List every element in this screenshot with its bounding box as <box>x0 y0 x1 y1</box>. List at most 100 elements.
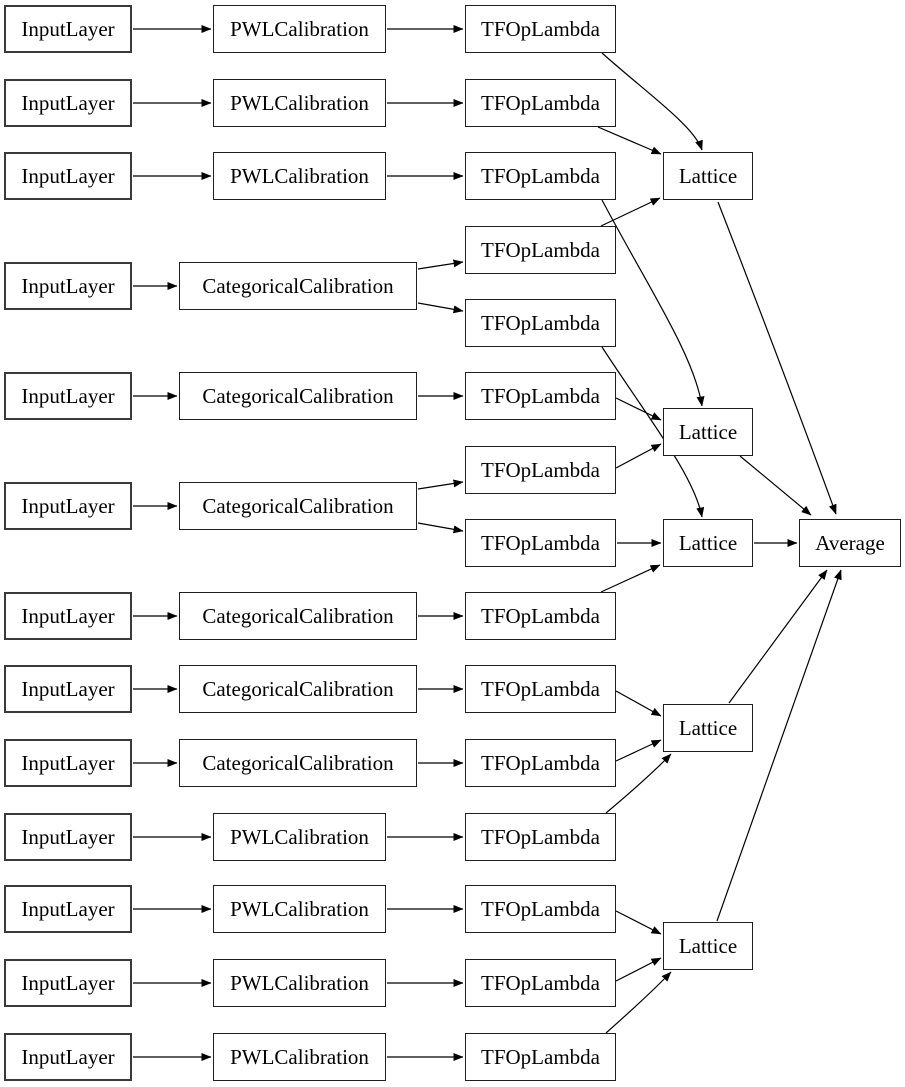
node-cat-c6: CategoricalCalibration <box>179 482 417 530</box>
node-tfop-t2: TFOpLambda <box>465 79 616 127</box>
node-label: TFOpLambda <box>481 383 600 408</box>
node-tfop-t3: TFOpLambda <box>465 152 616 200</box>
node-label: TFOpLambda <box>481 90 600 115</box>
node-input-in10: InputLayer <box>4 813 132 861</box>
node-tfop-t6: TFOpLambda <box>465 372 616 420</box>
node-tfop-t1: TFOpLambda <box>465 5 616 53</box>
edge-c4-to-t4 <box>417 259 464 270</box>
node-label: InputLayer <box>21 16 115 41</box>
edge-t4-to-L1 <box>600 197 661 227</box>
edge-c6-to-t8 <box>417 522 464 534</box>
node-label: Lattice <box>678 715 738 740</box>
node-tfop-t8: TFOpLambda <box>465 519 616 567</box>
node-input-in3: InputLayer <box>4 152 132 200</box>
node-input-in6: InputLayer <box>4 482 132 530</box>
node-input-in4: InputLayer <box>4 262 132 310</box>
node-label: PWLCalibration <box>230 824 369 849</box>
node-tfop-t10: TFOpLambda <box>465 665 616 713</box>
node-label: TFOpLambda <box>481 457 600 482</box>
node-label: InputLayer <box>21 676 115 701</box>
node-input-in12: InputLayer <box>4 959 132 1007</box>
node-average-avg: Average <box>799 519 901 567</box>
node-cat-c8: CategoricalCalibration <box>179 665 417 713</box>
node-pwl-c12: PWLCalibration <box>213 959 386 1007</box>
node-tfop-t5: TFOpLambda <box>465 299 616 347</box>
node-cat-c7: CategoricalCalibration <box>179 592 417 640</box>
edge-t2-to-L1 <box>597 126 662 155</box>
node-label: InputLayer <box>21 163 115 188</box>
node-label: InputLayer <box>21 1044 115 1069</box>
node-tfop-t13: TFOpLambda <box>465 885 616 933</box>
node-cat-c9: CategoricalCalibration <box>179 739 417 787</box>
edge-t6-to-L2 <box>615 397 662 421</box>
node-cat-c5: CategoricalCalibration <box>179 372 417 420</box>
node-label: TFOpLambda <box>481 530 600 555</box>
node-label: Lattice <box>678 530 738 555</box>
node-input-in2: InputLayer <box>4 79 132 127</box>
node-label: InputLayer <box>21 970 115 995</box>
edge-t1-to-L1 <box>601 52 703 151</box>
edge-c6-to-t7 <box>417 479 464 490</box>
node-pwl-c11: PWLCalibration <box>213 885 386 933</box>
node-label: Lattice <box>678 419 738 444</box>
node-label: TFOpLambda <box>481 237 600 262</box>
node-lattice-L4: Lattice <box>663 704 753 752</box>
node-input-in9: InputLayer <box>4 739 132 787</box>
node-pwl-c10: PWLCalibration <box>213 813 386 861</box>
node-tfop-t4: TFOpLambda <box>465 226 616 274</box>
node-label: TFOpLambda <box>481 310 600 335</box>
node-label: PWLCalibration <box>230 896 369 921</box>
node-label: PWLCalibration <box>230 90 369 115</box>
node-label: InputLayer <box>21 90 115 115</box>
node-label: TFOpLambda <box>481 163 600 188</box>
node-pwl-c1: PWLCalibration <box>213 5 386 53</box>
node-label: TFOpLambda <box>481 750 600 775</box>
edge-L4-to-avg <box>728 569 828 704</box>
node-label: Lattice <box>678 933 738 958</box>
edge-t13-to-L5 <box>615 910 662 935</box>
node-label: CategoricalCalibration <box>202 383 394 408</box>
edge-t3-to-L2 <box>601 199 705 407</box>
edge-L2-to-avg <box>739 455 812 516</box>
edge-L1-to-avg <box>717 201 837 515</box>
edge-t14-to-L5 <box>615 957 662 982</box>
node-label: PWLCalibration <box>230 1044 369 1069</box>
edge-t7-to-L2 <box>615 443 662 469</box>
node-input-in5: InputLayer <box>4 372 132 420</box>
node-label: InputLayer <box>21 824 115 849</box>
node-tfop-t12: TFOpLambda <box>465 813 616 861</box>
node-label: TFOpLambda <box>481 824 600 849</box>
node-pwl-c2: PWLCalibration <box>213 79 386 127</box>
node-cat-c4: CategoricalCalibration <box>179 262 417 310</box>
node-label: CategoricalCalibration <box>202 750 394 775</box>
node-label: CategoricalCalibration <box>202 676 394 701</box>
node-input-in1: InputLayer <box>4 5 132 53</box>
node-label: TFOpLambda <box>481 603 600 628</box>
node-label: PWLCalibration <box>230 163 369 188</box>
node-tfop-t9: TFOpLambda <box>465 592 616 640</box>
node-tfop-t11: TFOpLambda <box>465 739 616 787</box>
node-lattice-L2: Lattice <box>663 408 753 456</box>
node-tfop-t7: TFOpLambda <box>465 446 616 494</box>
node-label: InputLayer <box>21 603 115 628</box>
node-label: TFOpLambda <box>481 970 600 995</box>
node-tfop-t15: TFOpLambda <box>465 1033 616 1081</box>
node-input-in13: InputLayer <box>4 1033 132 1081</box>
node-pwl-c13: PWLCalibration <box>213 1033 386 1081</box>
node-input-in8: InputLayer <box>4 665 132 713</box>
node-input-in7: InputLayer <box>4 592 132 640</box>
node-label: InputLayer <box>21 383 115 408</box>
node-pwl-c3: PWLCalibration <box>213 152 386 200</box>
node-label: InputLayer <box>21 493 115 518</box>
node-label: TFOpLambda <box>481 16 600 41</box>
node-label: TFOpLambda <box>481 896 600 921</box>
node-label: TFOpLambda <box>481 1044 600 1069</box>
node-label: InputLayer <box>21 273 115 298</box>
node-label: TFOpLambda <box>481 676 600 701</box>
node-tfop-t14: TFOpLambda <box>465 959 616 1007</box>
node-label: PWLCalibration <box>230 16 369 41</box>
node-label: Lattice <box>678 163 738 188</box>
